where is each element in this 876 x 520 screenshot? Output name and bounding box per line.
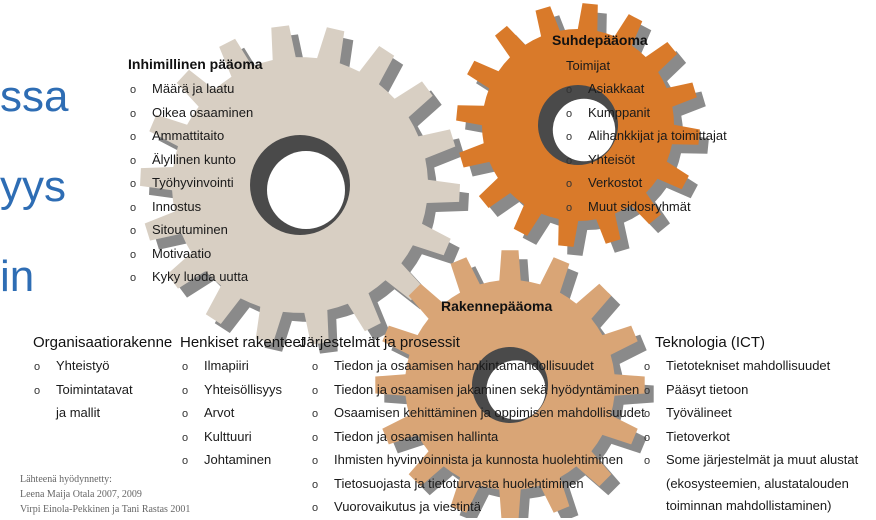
left-fragment-1: ssa (0, 72, 69, 121)
list-item: ja mallit (56, 405, 101, 420)
left-fragment-2: yys (0, 162, 66, 211)
section-title-teknologia: Teknologia (ICT) (655, 334, 766, 351)
structural-capital-title: Rakennepääoma (441, 298, 553, 314)
source-line: Virpi Einola-Pekkinen ja Tani Rastas 200… (20, 504, 191, 515)
source-note: Lähteenä hyödynnetty: Leena Maija Otala … (20, 472, 190, 517)
left-fragment-3: in (0, 252, 35, 301)
human-capital-title: Inhimillinen pääoma (128, 56, 263, 72)
gear-human-hole-inner (267, 151, 345, 229)
gear-structural-hole-inner (486, 360, 546, 420)
gear-relational (456, 3, 709, 256)
list-item: (ekosysteemien, alustatalouden (666, 475, 849, 491)
source-line: Lähteenä hyödynnetty: (20, 474, 112, 485)
gear-structural (375, 250, 654, 518)
list-item: toiminnan mahdollistaminen) (666, 498, 832, 513)
relational-capital-title: Suhdepääoma (552, 32, 648, 48)
source-line: Leena Maija Otala 2007, 2009 (20, 489, 142, 500)
gear-human (140, 25, 469, 354)
relational-subtitle: Toimijat (566, 58, 611, 73)
section-title-organisaatio: Organisaatiorakenne (33, 334, 173, 351)
section-title-henkiset: Henkiset rakenteet (180, 334, 306, 351)
section-title-jarjestelmat: Järjestelmät ja prosessit (299, 334, 460, 351)
gear-relational-hole-inner (552, 98, 616, 162)
